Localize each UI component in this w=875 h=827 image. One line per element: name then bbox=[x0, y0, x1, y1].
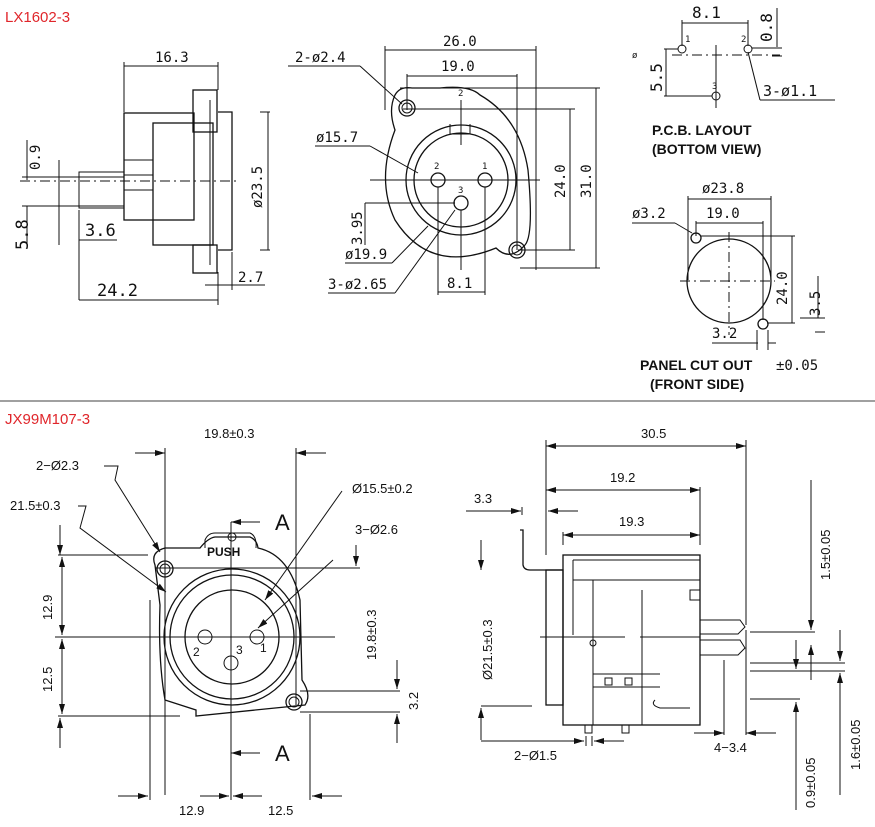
pcb-pin-3: 3 bbox=[712, 82, 717, 92]
cutout-dim-24-0: 24.0 bbox=[775, 271, 791, 305]
jx-dim-21-5-side: Ø21.5±0.3 bbox=[480, 619, 495, 680]
section-a-bottom: A bbox=[275, 741, 290, 766]
pin-label-3: 3 bbox=[458, 186, 463, 196]
jx-dim-19-8-v: 19.8±0.3 bbox=[364, 609, 379, 660]
pcb-title-1: P.C.B. LAYOUT bbox=[652, 122, 752, 138]
jx-dim-30-5: 30.5 bbox=[641, 426, 666, 441]
jx-pin-2: 2 bbox=[193, 645, 200, 659]
pcb-pin-1: 1 bbox=[685, 35, 690, 45]
dim-19-9: ø19.9 bbox=[345, 247, 387, 263]
pcb-pin-2: 2 bbox=[741, 35, 746, 45]
dim-3-265: 3-ø2.65 bbox=[328, 277, 387, 293]
cutout-dim-3-2a: ø3.2 bbox=[632, 206, 666, 222]
pin-label-1: 1 bbox=[482, 162, 487, 172]
dim-8-1: 8.1 bbox=[447, 276, 472, 292]
jx-dim-12-9-h: 12.9 bbox=[179, 803, 204, 818]
dim-2-24: 2-ø2.4 bbox=[295, 50, 346, 66]
jx-dim-19-8-top: 19.8±0.3 bbox=[204, 426, 255, 441]
jx-dim-19-3: 19.3 bbox=[619, 514, 644, 529]
jx-dim-2-15: 2−Ø1.5 bbox=[514, 748, 557, 763]
jx-dim-3-3: 3.3 bbox=[474, 491, 492, 506]
section-a-top: A bbox=[275, 510, 290, 535]
cutout-title-2: (FRONT SIDE) bbox=[650, 376, 744, 392]
jx-dim-3-26: 3−Ø2.6 bbox=[355, 522, 398, 537]
jx-dim-12-5-v: 12.5 bbox=[40, 667, 55, 692]
jx-dim-15-5: Ø15.5±0.2 bbox=[352, 481, 413, 496]
cutout-dim-3-5: 3.5 bbox=[808, 291, 824, 316]
cutout-title-1: PANEL CUT OUT bbox=[640, 357, 753, 373]
dim-23-5: ø23.5 bbox=[250, 166, 266, 208]
jx-dim-4-34: 4−3.4 bbox=[714, 740, 747, 755]
dim-24-2: 24.2 bbox=[97, 281, 138, 301]
jx99m-side-view: 30.5 19.2 19.3 3.3 Ø21.5±0.3 bbox=[466, 426, 863, 810]
pin-label-top: 2 bbox=[458, 89, 463, 99]
dim-19-0: 19.0 bbox=[441, 59, 475, 75]
lx1602-panel-cutout: ø23.8 19.0 ø3.2 24.0 3.5 3.2 PANEL CUT O… bbox=[632, 181, 825, 392]
jx-pin-3: 3 bbox=[236, 643, 243, 657]
dim-31-0: 31.0 bbox=[579, 164, 595, 198]
pcb-dim-8-1: 8.1 bbox=[692, 3, 721, 22]
lx1602-pcb-layout: 8.1 0.8 1 2 3 5.5 ø 3-ø1.1 P.C.B. LAYOUT… bbox=[632, 3, 835, 157]
jx-dim-19-2: 19.2 bbox=[610, 470, 635, 485]
model-title-jx99m: JX99M107-3 bbox=[5, 411, 90, 428]
pcb-dim-5-5: 5.5 bbox=[647, 63, 666, 92]
dim-3-6: 3.6 bbox=[85, 221, 116, 241]
jx-dim-12-9-v: 12.9 bbox=[40, 595, 55, 620]
dim-3-95: 3.95 bbox=[350, 211, 366, 245]
jx-dim-1-5: 1.5±0.05 bbox=[818, 529, 833, 580]
dim-0-9: 0.9 bbox=[28, 145, 44, 170]
dim-15-7: ø15.7 bbox=[316, 130, 358, 146]
model-title-lx1602: LX1602-3 bbox=[5, 9, 70, 26]
lx1602-side-view: 16.3 ø23.5 0.9 5.8 3.6 24.2 2.7 bbox=[13, 50, 270, 305]
cutout-dim-3-2b: 3.2 bbox=[712, 326, 737, 342]
pcb-small-phi: ø bbox=[632, 51, 638, 61]
jx-dim-0-9: 0.9±0.05 bbox=[803, 757, 818, 808]
jx-dim-2-23: 2−Ø2.3 bbox=[36, 458, 79, 473]
lx1602-front-view: 26.0 19.0 2 2 1 3 2-ø2.4 ø15.7 24.0 31. bbox=[288, 34, 600, 295]
dim-24-0: 24.0 bbox=[553, 164, 569, 198]
jx99m-front-view: 19.8±0.3 2−Ø2.3 21.5±0.3 Ø15.5±0.2 3−Ø2.… bbox=[10, 426, 421, 818]
jx-dim-21-5: 21.5±0.3 bbox=[10, 498, 61, 513]
pcb-dim-3-11: 3-ø1.1 bbox=[763, 82, 817, 100]
jx-dim-12-5-h: 12.5 bbox=[268, 803, 293, 818]
dim-5-8: 5.8 bbox=[13, 219, 33, 250]
cutout-dim-23-8: ø23.8 bbox=[702, 181, 744, 197]
pcb-title-2: (BOTTOM VIEW) bbox=[652, 141, 761, 157]
cutout-dim-19-0: 19.0 bbox=[706, 206, 740, 222]
cutout-tolerance: ±0.05 bbox=[776, 358, 818, 374]
push-label: PUSH bbox=[207, 545, 240, 559]
pcb-dim-0-8: 0.8 bbox=[757, 13, 776, 42]
dim-26-0: 26.0 bbox=[443, 34, 477, 50]
dim-16-3: 16.3 bbox=[155, 50, 189, 66]
jx-dim-3-2: 3.2 bbox=[406, 692, 421, 710]
pin-label-2: 2 bbox=[434, 162, 439, 172]
dim-2-7: 2.7 bbox=[238, 270, 263, 286]
jx-pin-1: 1 bbox=[260, 641, 267, 655]
jx-dim-1-6: 1.6±0.05 bbox=[848, 719, 863, 770]
